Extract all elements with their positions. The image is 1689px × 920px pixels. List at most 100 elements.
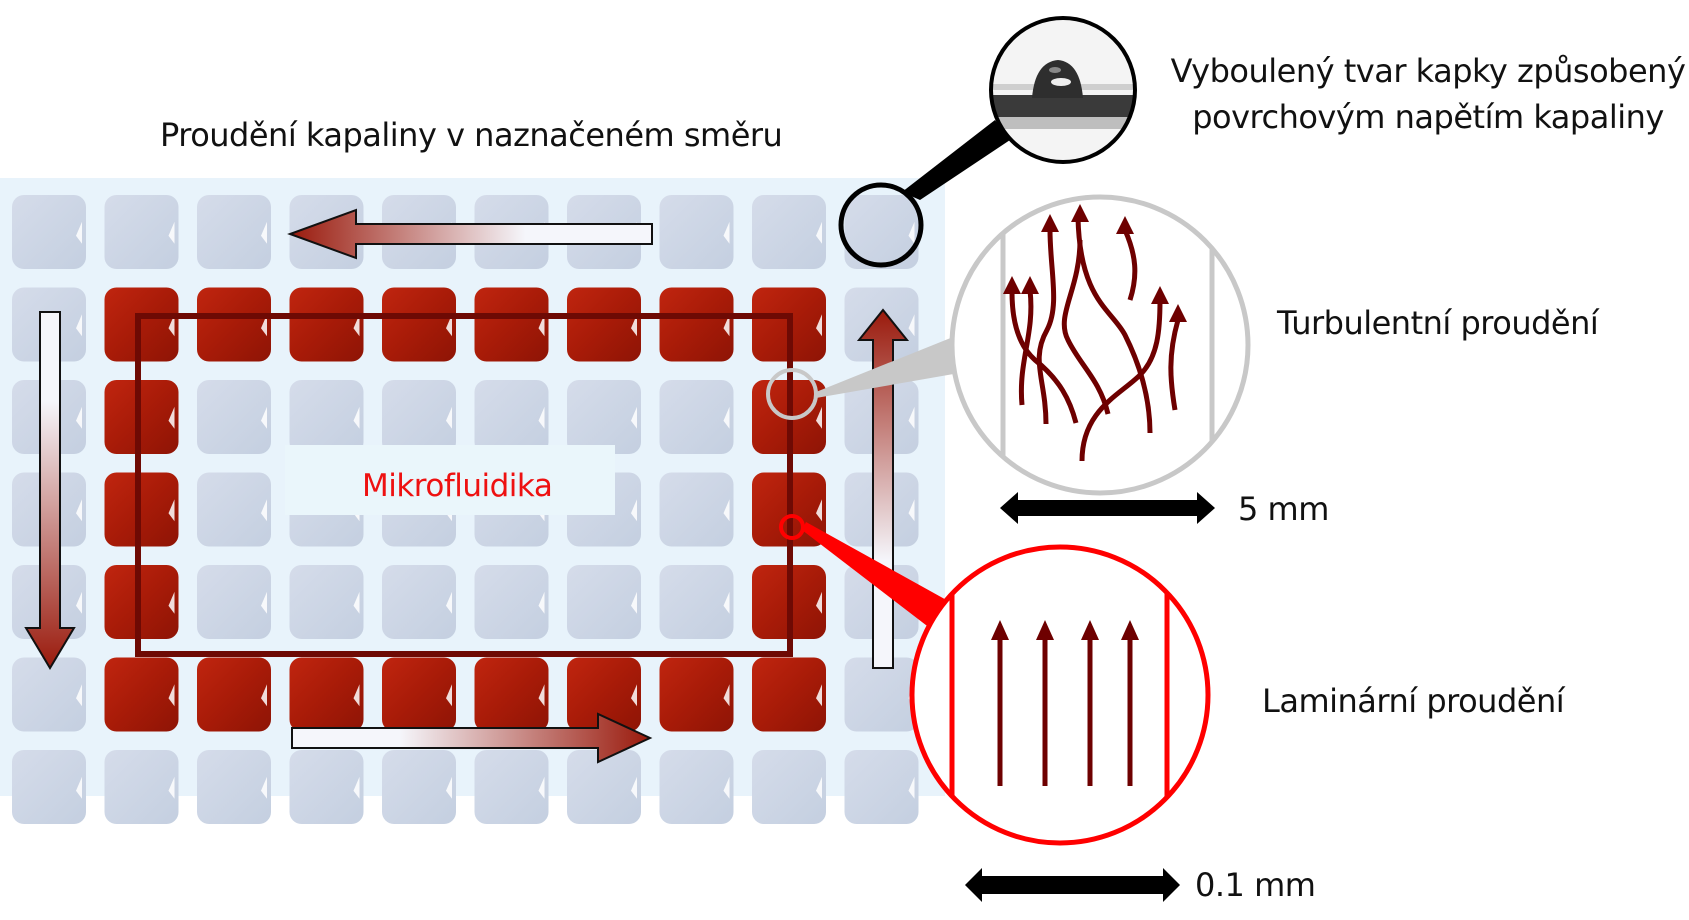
well-empty	[289, 380, 364, 454]
well-glint	[168, 591, 175, 614]
well-glint	[446, 314, 452, 337]
streamline-arrowhead	[991, 620, 1009, 640]
well-empty	[197, 380, 271, 454]
drop-magnifier	[989, 16, 1137, 164]
well-glint	[631, 684, 637, 707]
well-glint	[816, 314, 822, 337]
streamline-arrowhead	[1081, 620, 1099, 640]
well-glint	[168, 684, 175, 707]
well-filled	[197, 287, 271, 362]
scale-bar-0-1mm	[965, 868, 1180, 902]
streamline-arrowhead	[1169, 304, 1187, 322]
well-glint	[816, 591, 822, 614]
well-glint	[446, 591, 452, 614]
well-glint	[538, 591, 545, 614]
well-glint	[723, 221, 730, 244]
well-glint	[631, 406, 637, 429]
well-empty	[104, 750, 179, 824]
well-glint	[261, 314, 267, 337]
turbulent-streamline	[1168, 319, 1181, 411]
well-glint	[353, 684, 360, 707]
well-glint	[261, 591, 267, 614]
well-empty	[567, 565, 641, 639]
well-glint	[631, 499, 637, 522]
well-glint	[446, 684, 452, 707]
flow-direction-caption: Proudění kapaliny v naznačeném směru	[160, 116, 783, 154]
well-empty	[382, 380, 456, 454]
drop-marker-circle	[838, 182, 924, 268]
well-glint	[816, 221, 822, 244]
well-empty	[752, 750, 826, 824]
well-glint	[816, 684, 822, 707]
well-empty	[752, 195, 826, 269]
well-filled	[104, 472, 179, 547]
well-filled	[567, 287, 641, 362]
flow-arrow-right	[291, 712, 653, 764]
well-empty	[844, 750, 919, 824]
well-filled	[104, 565, 179, 639]
channel-path	[135, 313, 793, 657]
laminar-magnifier	[909, 544, 1211, 846]
drop-caption-line-1: Vyboulený tvar kapky způsobený	[1170, 52, 1686, 90]
well-filled	[104, 657, 179, 732]
streamline-arrowhead	[1071, 204, 1089, 222]
well-glint	[76, 684, 82, 707]
well-empty	[474, 750, 549, 824]
laminar-callout-wedge	[802, 522, 950, 632]
well-glint	[446, 406, 452, 429]
scale-label-5mm: 5 mm	[1238, 490, 1329, 528]
well-filled	[567, 657, 641, 732]
well-glint	[908, 499, 915, 522]
well-glint	[723, 406, 730, 429]
well-empty	[474, 565, 549, 639]
laminar-marker-circle	[779, 514, 805, 540]
well-empty	[659, 750, 734, 824]
turbulent-streamline	[1122, 228, 1138, 301]
streamline-arrowhead	[1036, 620, 1054, 640]
well-glint	[908, 314, 915, 337]
well-glint	[168, 499, 175, 522]
well-empty	[12, 657, 86, 732]
turbulent-streamline	[1036, 229, 1057, 425]
turbulent-magnifier	[949, 194, 1251, 496]
well-glint	[76, 406, 82, 429]
well-empty	[844, 195, 919, 269]
well-glint	[76, 591, 82, 614]
well-empty	[197, 565, 271, 639]
well-filled	[474, 657, 549, 732]
well-empty	[567, 380, 641, 454]
well-glint	[261, 406, 267, 429]
well-glint	[168, 314, 175, 337]
well-filled	[289, 287, 364, 362]
well-empty	[567, 750, 641, 824]
well-glint	[76, 499, 82, 522]
well-glint	[168, 406, 175, 429]
well-glint	[723, 591, 730, 614]
laminar-flow-label: Laminární proudění	[1262, 682, 1565, 720]
well-glint	[353, 591, 360, 614]
well-filled	[104, 287, 179, 362]
well-filled	[752, 657, 826, 732]
well-empty	[474, 380, 549, 454]
streamline-arrowhead	[1151, 286, 1169, 304]
streamline-arrowhead	[1021, 276, 1039, 294]
well-empty	[197, 472, 271, 547]
flow-arrow-up	[856, 308, 910, 669]
well-glint	[723, 314, 730, 337]
well-filled	[104, 380, 179, 454]
drop-caption-line-2: povrchovým napětím kapaliny	[1192, 98, 1664, 136]
well-filled	[289, 657, 364, 732]
microfluidics-label: Mikrofluidika	[362, 468, 553, 504]
well-glint	[261, 776, 267, 799]
turbulent-streamline	[1075, 217, 1153, 434]
well-glint	[631, 314, 637, 337]
drop-callout-wedge	[902, 120, 1010, 200]
well-glint	[723, 776, 730, 799]
well-glint	[261, 499, 267, 522]
well-filled	[382, 657, 456, 732]
well-glint	[538, 776, 545, 799]
well-glint	[723, 499, 730, 522]
well-glint	[353, 314, 360, 337]
flow-arrow-down	[24, 311, 76, 670]
